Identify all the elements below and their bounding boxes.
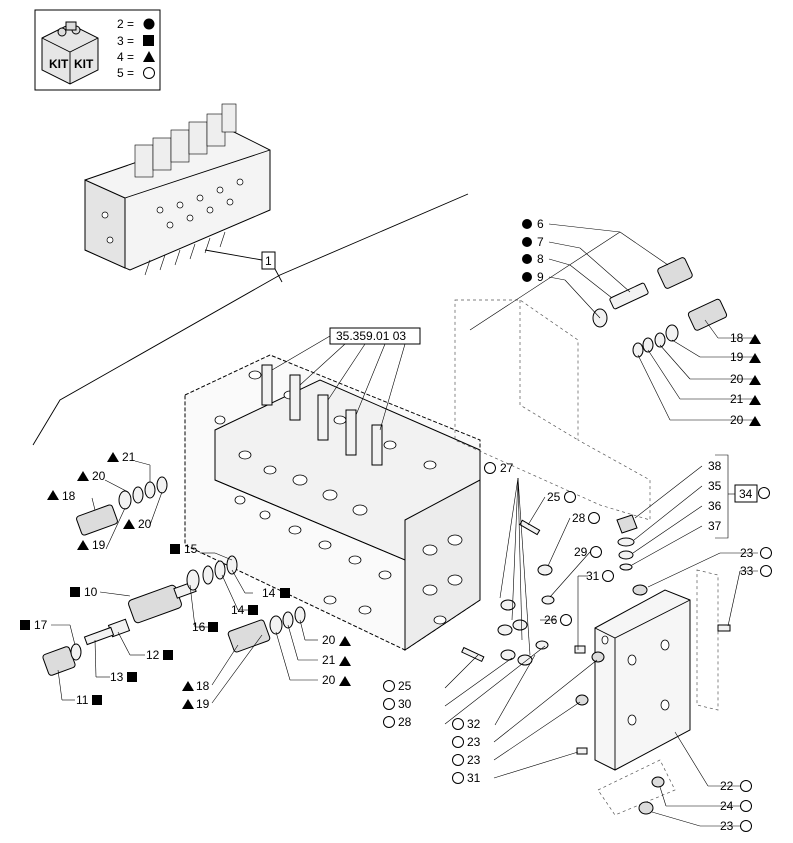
callout-20-mid-2: 20 (322, 673, 336, 687)
open-circle-icon (143, 67, 155, 79)
callout-18-right: 18 (730, 331, 744, 345)
callout-28-left: 28 (398, 715, 412, 729)
callout-12: 12 (146, 648, 160, 662)
callout-19-mid: 19 (196, 697, 210, 711)
fitting-parts-6-9 (592, 257, 728, 358)
callout-10: 10 (84, 585, 98, 599)
callout-22: 22 (720, 779, 734, 793)
kit-legend: KIT KIT 2 = 3 = 4 = 5 = (34, 9, 161, 91)
callout-14-lower: 14 (231, 603, 245, 617)
callout-23-bottom: 23 (720, 819, 734, 833)
svg-text:=: = (127, 66, 134, 80)
callout-20-right-2: 20 (730, 413, 744, 427)
callout-11: 11 (76, 693, 89, 707)
callout-36: 36 (708, 499, 722, 513)
callout-13: 13 (110, 670, 124, 684)
kit-label-right: KIT (74, 57, 94, 71)
callout-30: 30 (398, 697, 412, 711)
svg-text:=: = (127, 34, 134, 48)
valve-body-block (184, 354, 481, 651)
kit-box-icon: KIT KIT (41, 21, 99, 85)
svg-text:=: = (127, 50, 134, 64)
kit-2-marker (522, 219, 532, 229)
callout-34: 34 (739, 487, 753, 501)
kit-2-marker (522, 272, 532, 282)
callout-18-mid: 18 (196, 679, 210, 693)
callout-23-mid-2: 23 (467, 753, 481, 767)
callout-32: 32 (467, 717, 481, 731)
filled-triangle-icon (143, 51, 155, 62)
callout-26: 26 (544, 613, 558, 627)
callout-8: 8 (537, 252, 544, 266)
legend-row-4: 4 = (117, 50, 155, 64)
legend-row-3: 3 = (117, 34, 154, 48)
svg-text:3: 3 (117, 34, 124, 48)
callout-1: 1 (265, 254, 272, 268)
callout-28-right: 28 (572, 511, 586, 525)
callout-27: 27 (500, 461, 514, 475)
callout-31-top: 31 (586, 569, 600, 583)
section-divider (32, 193, 469, 446)
callout-24: 24 (720, 799, 734, 813)
callout-20-left-2: 20 (138, 517, 152, 531)
cover-plate (574, 584, 691, 771)
callout-6: 6 (537, 217, 544, 231)
callout-21-right: 21 (730, 392, 744, 406)
kit-label-left: KIT (49, 57, 69, 71)
callout-20-mid-1: 20 (322, 633, 336, 647)
control-valve-assembly (84, 103, 271, 276)
kit-2-marker (522, 254, 532, 264)
callout-23-top: 23 (740, 546, 754, 560)
callout-21-mid: 21 (322, 653, 336, 667)
callout-25-left: 25 (398, 679, 412, 693)
callout-23-mid-1: 23 (467, 735, 481, 749)
callout-14-upper: 14 (262, 586, 276, 600)
legend-row-2: 2 = (117, 17, 155, 31)
svg-text:2: 2 (117, 17, 124, 31)
callout-7: 7 (537, 235, 544, 249)
callout-16: 16 (192, 620, 206, 634)
callout-18-left: 18 (62, 489, 76, 503)
svg-text:=: = (127, 17, 134, 31)
callout-25-right: 25 (547, 490, 561, 504)
legend-row-5: 5 = (117, 66, 155, 80)
filled-circle-icon (143, 18, 155, 30)
cartridge-parts-35-38 (616, 514, 638, 571)
rear-cover-ghost (454, 299, 651, 521)
callout-38: 38 (708, 459, 722, 473)
callout-9: 9 (537, 270, 544, 284)
callout-31-bottom: 31 (467, 771, 481, 785)
callout-33: 33 (740, 564, 754, 578)
callout-19-left: 19 (92, 538, 106, 552)
callout-37: 37 (708, 519, 722, 533)
svg-text:4: 4 (117, 50, 124, 64)
filled-square-icon (143, 35, 154, 46)
callout-20-right-1: 20 (730, 372, 744, 386)
callout-19-right: 19 (730, 350, 744, 364)
callout-21-left: 21 (122, 450, 136, 464)
callout-29: 29 (574, 545, 588, 559)
callout-15: 15 (184, 542, 198, 556)
kit-2-marker (522, 237, 532, 247)
callout-35: 35 (708, 479, 722, 493)
spool-parts-10-17 (42, 555, 306, 676)
callout-20-left-1: 20 (92, 469, 106, 483)
callout-17: 17 (34, 618, 48, 632)
reference-box: 35.359.01 03 (336, 329, 406, 343)
svg-text:5: 5 (117, 66, 124, 80)
seal-parts-25-32 (461, 519, 555, 666)
relief-valve-left (76, 476, 168, 536)
